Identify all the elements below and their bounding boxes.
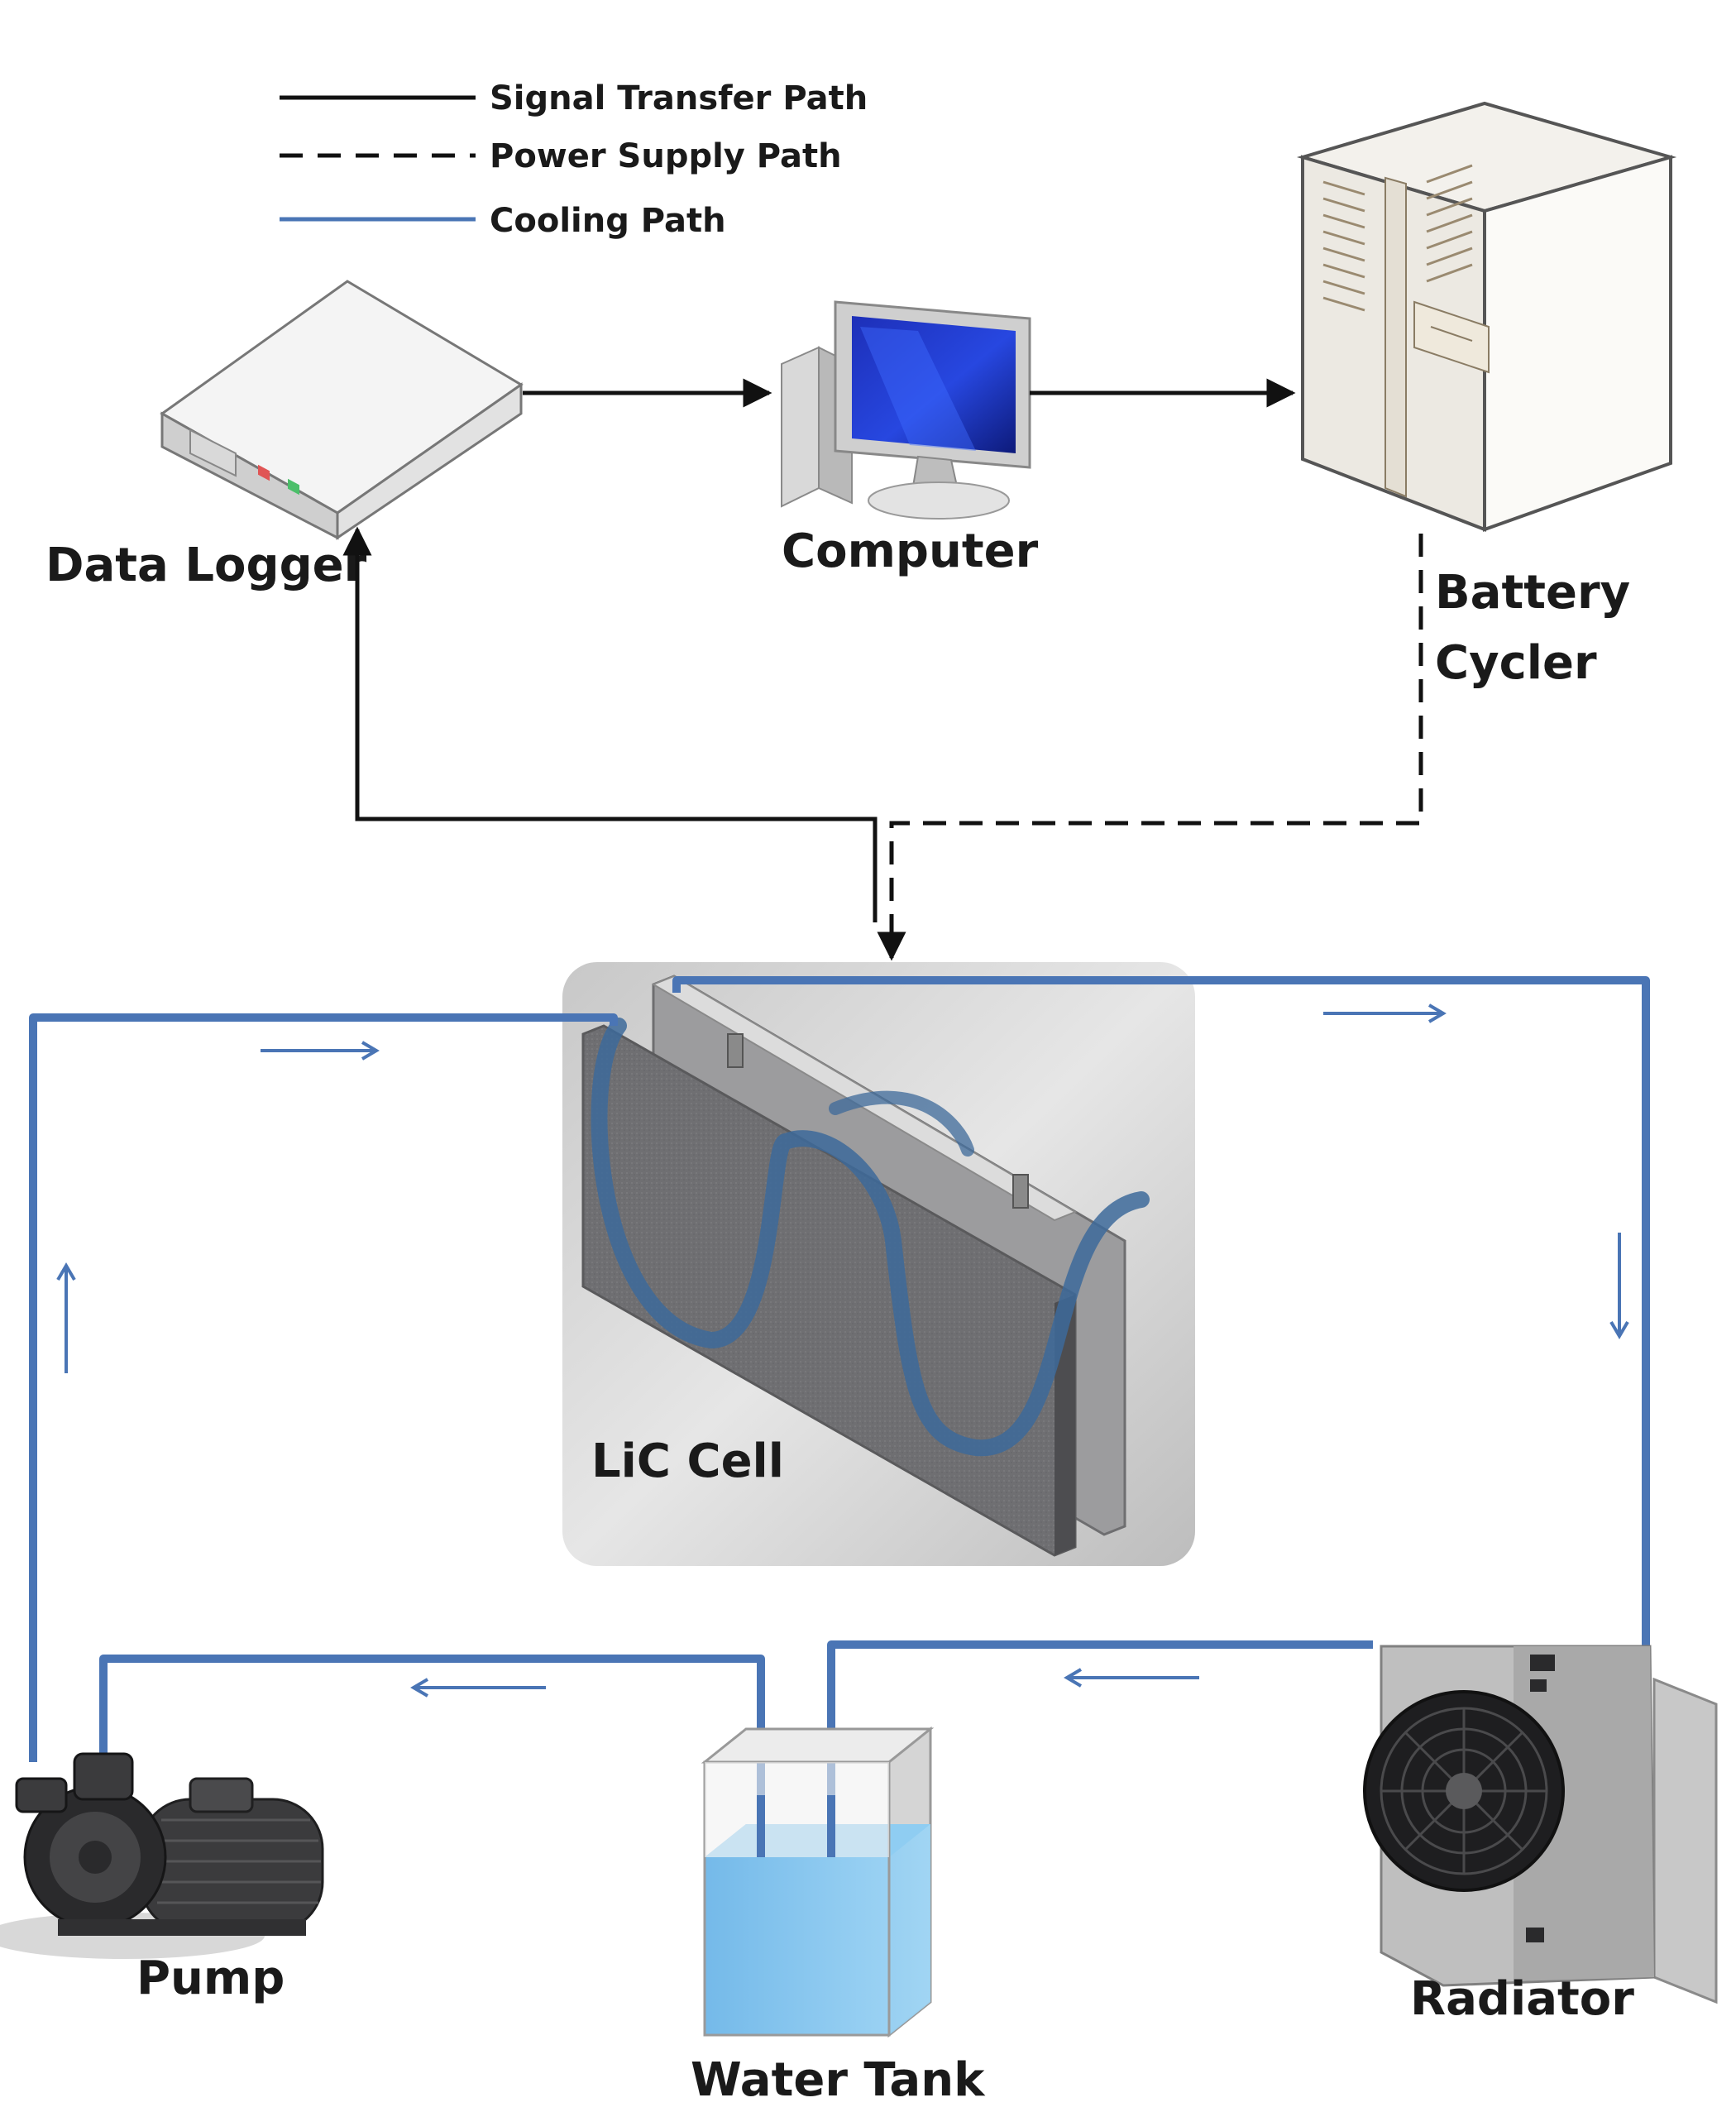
data-logger-label: Data Logger <box>45 539 367 592</box>
radiator-icon <box>1363 1645 1718 2004</box>
signal-paths <box>342 378 1296 922</box>
lic-cell-label: LiC Cell <box>591 1434 784 1488</box>
battery-cycler-label-line2: Cycler <box>1435 636 1597 690</box>
cooling-pipe-cell-to-pump <box>29 1013 618 1762</box>
cooling-loop <box>29 976 1650 1803</box>
legend-signal-label: Signal Transfer Path <box>490 79 868 117</box>
pump-label: Pump <box>136 1952 285 2005</box>
power-cycler-to-cell <box>877 534 1423 961</box>
water-tank-label: Water Tank <box>691 2053 986 2107</box>
water-tank-icon <box>701 1726 935 2038</box>
legend-power-label: Power Supply Path <box>490 137 842 175</box>
signal-cell-to-logger <box>342 526 878 922</box>
computer-icon <box>781 300 1031 520</box>
cooling-pipe-cell-to-radiator <box>672 976 1650 1646</box>
lic-cell-icon <box>562 962 1195 1566</box>
legend: Signal Transfer Path Power Supply Path C… <box>280 79 868 240</box>
radiator-label: Radiator <box>1410 1972 1634 2026</box>
legend-cooling-label: Cooling Path <box>490 202 726 240</box>
flow-arrows <box>56 1003 1629 1698</box>
battery-cycler-label-line1: Battery <box>1435 566 1630 620</box>
computer-label: Computer <box>782 524 1039 578</box>
pump-icon <box>0 1752 324 1959</box>
battery-cycler-icon <box>1296 101 1677 532</box>
data-logger-icon <box>160 280 524 540</box>
